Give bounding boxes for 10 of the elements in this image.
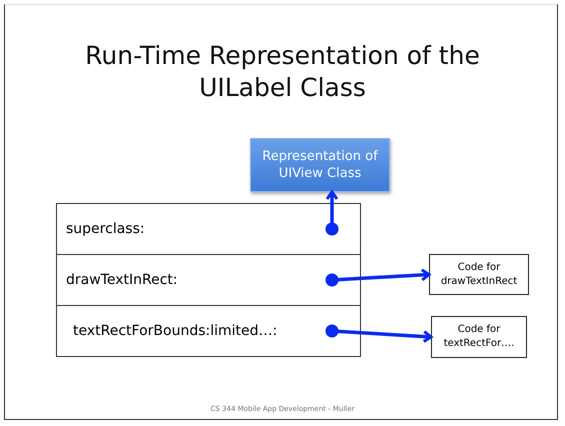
table-row: superclass: <box>56 203 361 255</box>
pointer-arrow <box>326 324 432 344</box>
table-row: drawTextInRect: <box>56 254 361 306</box>
slide-title: Run-Time Representation of the UILabel Class <box>84 40 481 104</box>
code-box: Code for textRectFor…. <box>431 316 527 358</box>
table-row: textRectForBounds:limited…: <box>56 305 361 357</box>
pointer-arrow <box>326 190 338 236</box>
class-box: Representation of UIView Class <box>250 138 390 192</box>
code-box: Code for drawTextInRect <box>429 254 529 295</box>
pointer-arrow <box>326 268 430 286</box>
